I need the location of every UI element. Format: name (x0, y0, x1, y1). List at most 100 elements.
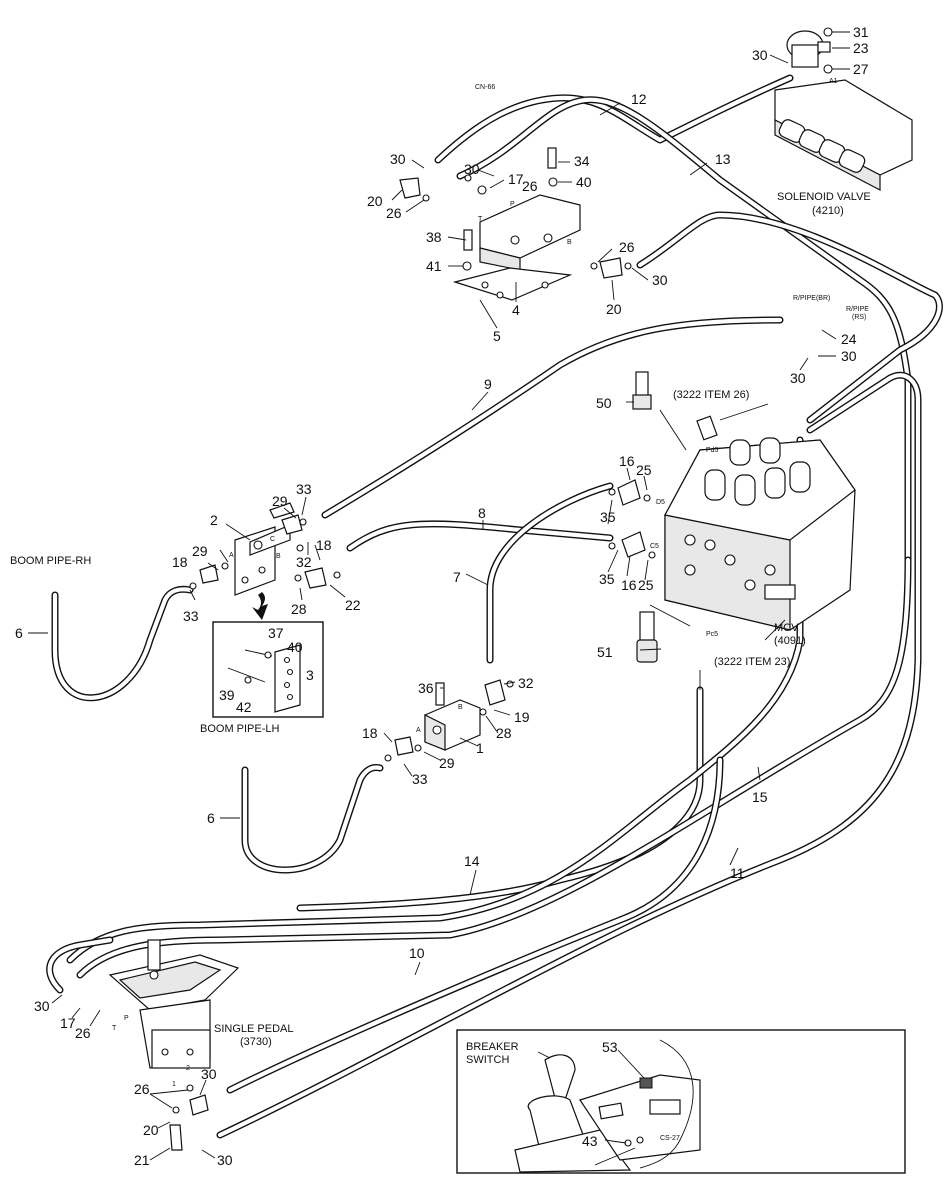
callout-33: 33 (183, 608, 199, 624)
callout-31: 31 (853, 24, 869, 40)
callout-14: 14 (464, 853, 480, 869)
label-breaker: BREAKER (466, 1041, 519, 1053)
callout-26: 26 (619, 239, 635, 255)
callout-33: 33 (412, 771, 428, 787)
callout-26: 26 (75, 1025, 91, 1041)
callout-8: 8 (478, 505, 486, 521)
label-solenoid-valve: SOLENOID VALVE (777, 191, 871, 203)
callout-18: 18 (362, 725, 378, 741)
label-single-pedal-code: (3730) (240, 1036, 272, 1048)
label-ref-item-23: (3222 ITEM 23) (714, 656, 790, 668)
label-solenoid-valve-code: (4210) (812, 205, 844, 217)
label-ref-item-26: (3222 ITEM 26) (673, 389, 749, 401)
callout-30: 30 (217, 1152, 233, 1168)
label-r-pipe-br: R/PIPE(BR) (793, 295, 830, 302)
callout-15: 15 (752, 789, 768, 805)
port-b: B (567, 239, 572, 246)
callout-3: 3 (306, 667, 314, 683)
port-d5: D5 (656, 499, 665, 506)
callout-30: 30 (390, 151, 406, 167)
callout-26: 26 (134, 1081, 150, 1097)
label-mcv-code: (4091) (774, 635, 806, 647)
bracket-2 (189, 502, 341, 596)
callout-10: 10 (409, 945, 425, 961)
callout-numbers: 31 23 30 27 12 13 30 34 30 17 40 26 20 2… (15, 24, 869, 1168)
port-pc5: Pc5 (706, 631, 718, 638)
callout-40: 40 (576, 174, 592, 190)
callout-2: 2 (210, 512, 218, 528)
callout-35: 35 (600, 509, 616, 525)
label-cn66: CN-66 (475, 84, 495, 91)
callout-16: 16 (621, 577, 637, 593)
callout-12: 12 (631, 91, 647, 107)
callout-9: 9 (484, 376, 492, 392)
valve-block-1 (384, 679, 514, 762)
callout-34: 34 (574, 153, 590, 169)
detail-box (212, 621, 324, 718)
port-c5: C5 (650, 543, 659, 550)
callout-30: 30 (464, 161, 480, 177)
fittings-16-35-25 (608, 479, 656, 559)
callout-4: 4 (512, 302, 520, 318)
single-pedal (108, 939, 240, 1151)
label-mcv: MCV (774, 622, 799, 634)
callout-29: 29 (439, 755, 455, 771)
callout-35: 35 (599, 571, 615, 587)
callout-32: 32 (518, 675, 534, 691)
callout-36: 36 (418, 680, 434, 696)
hoses (46, 74, 943, 1139)
callout-30: 30 (841, 348, 857, 364)
callout-51: 51 (597, 644, 613, 660)
port-pd5: Pd5 (706, 447, 719, 454)
callout-27: 27 (853, 61, 869, 77)
callout-40: 40 (287, 639, 303, 655)
callout-50: 50 (596, 395, 612, 411)
valve-block-4 (399, 147, 632, 301)
label-boom-pipe-rh: BOOM PIPE-RH (10, 555, 91, 567)
port-p-pedal: P (124, 1015, 129, 1022)
callout-17: 17 (60, 1015, 76, 1031)
callout-18: 18 (172, 554, 188, 570)
callout-20: 20 (367, 193, 383, 209)
callout-21: 21 (134, 1152, 150, 1168)
callout-20: 20 (606, 301, 622, 317)
callout-43: 43 (582, 1133, 598, 1149)
port-1-pedal: 1 (172, 1081, 176, 1088)
callout-28: 28 (496, 725, 512, 741)
callout-13: 13 (715, 151, 731, 167)
port-a-block1: A (416, 727, 421, 734)
callout-19: 19 (514, 709, 530, 725)
callout-30: 30 (752, 47, 768, 63)
callout-30: 30 (652, 272, 668, 288)
callout-30: 30 (790, 370, 806, 386)
callout-1: 1 (476, 740, 484, 756)
callout-29: 29 (272, 493, 288, 509)
callout-17: 17 (508, 171, 524, 187)
callout-11: 11 (730, 865, 745, 881)
label-single-pedal: SINGLE PEDAL (214, 1023, 293, 1035)
port-2-pedal: 2 (186, 1065, 190, 1072)
callout-23: 23 (853, 40, 869, 56)
port-a1: A1 (829, 78, 838, 85)
callout-30: 30 (201, 1066, 217, 1082)
callout-7: 7 (453, 569, 461, 585)
callout-39: 39 (219, 687, 235, 703)
callout-53: 53 (602, 1039, 618, 1055)
port-a-bracket: A (229, 552, 234, 559)
callout-18: 18 (316, 537, 332, 553)
callout-32: 32 (296, 554, 312, 570)
callout-24: 24 (841, 331, 857, 347)
sensor-50-51 (632, 371, 658, 663)
callout-5: 5 (493, 328, 501, 344)
label-switch: SWITCH (466, 1054, 509, 1066)
callout-25: 25 (636, 462, 652, 478)
port-p: P (510, 201, 515, 208)
port-b-block1: B (458, 704, 463, 711)
callout-16: 16 (619, 453, 635, 469)
text-labels: SOLENOID VALVE (4210) MCV (4091) BOOM PI… (10, 78, 871, 1142)
detail-arrow (252, 592, 268, 620)
label-r-pipe-rs: R/PIPE (846, 306, 869, 313)
solenoid-valve (774, 27, 913, 191)
label-r-pipe-rs-2: (RS) (852, 314, 866, 321)
